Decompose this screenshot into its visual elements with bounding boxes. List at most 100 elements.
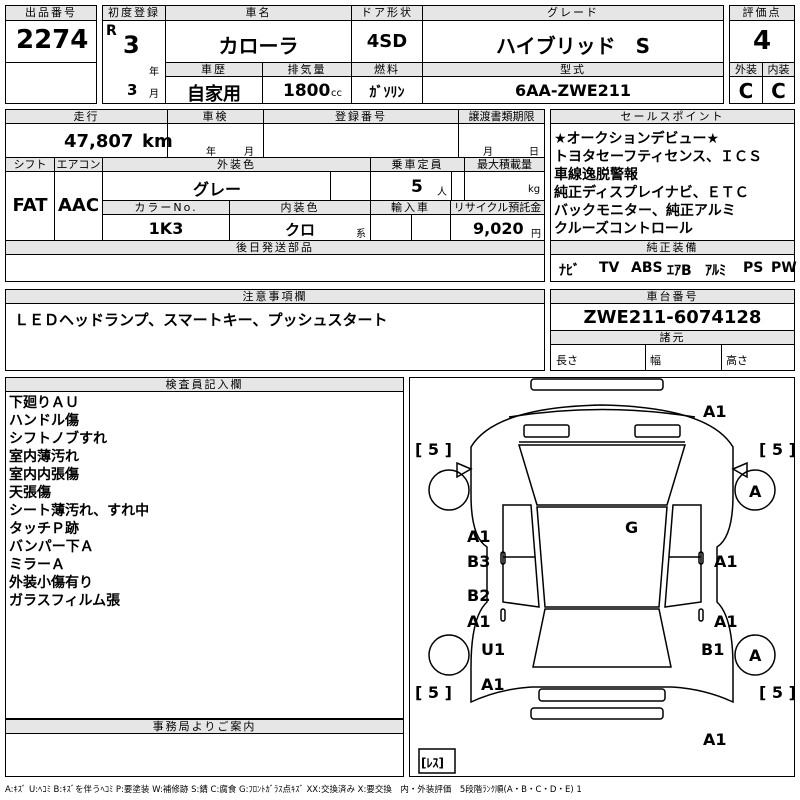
color-label: 外装色 [102,157,371,172]
shift-label: シフト [5,157,55,172]
import-cell [370,214,451,241]
displacement-cell: 1800 cc [262,76,352,104]
equipment-label: 純正装備 [550,240,795,255]
lot-no-cell: 2274 [5,20,97,63]
mark-fl-door-a: A1 [467,527,491,546]
lot-no: 2274 [16,25,89,55]
model: 6AA-ZWE211 [514,81,632,100]
reg-year-unit: 年 [149,67,159,78]
load-cell: kg [464,171,545,201]
ext-color: グレー [192,180,241,199]
displacement: 1800 [283,81,331,101]
mark-fr-door: A1 [714,552,738,571]
model-cell: 6AA-ZWE211 [422,76,724,104]
mark-rl-door-a: B2 [467,586,490,605]
chassis-cell: ZWE211-6074128 [550,303,795,331]
interior-cell: C [762,76,795,104]
era: R [106,23,117,39]
door-label: ドア形状 [351,5,423,21]
ac-label: エアコン [54,157,103,172]
dims-cell: 長さ 幅 高さ [550,344,795,371]
grade-cell: ハイブリッド S [422,20,724,63]
note-line: バンパー下Ａ [9,539,94,555]
sales-line: トヨタセーフティセンス、ＩＣＳ [554,149,763,165]
reg-no-label: 登録番号 [263,109,459,124]
mark-rear-panel: A1 [481,675,505,694]
sales-line: 純正ディスプレイナビ、ＥＴＣ [554,185,749,201]
note-line: 下廻りＡＵ [9,395,79,411]
equip-tv: TV [599,260,620,276]
transfer-month-unit: 月 [483,147,493,158]
fuel-label: 燃料 [351,62,423,77]
displacement-label: 排気量 [262,62,352,77]
note-line: 天張傷 [9,485,51,501]
note-line: 室内薄汚れ [9,449,79,465]
inspector-notes: 下廻りＡＵ ハンドル傷 シフトノブすれ 室内薄汚れ 室内内張傷 天張傷 シート薄… [5,391,404,719]
length-label: 長さ [556,354,578,367]
sales-points: ★オークションデビュー★ トヨタセーフティセンス、ＩＣＳ 車線逸脱警報 純正ディ… [550,123,795,241]
shift: FAT [12,195,48,216]
mileage-unit: km [142,131,173,152]
mark-rr-wheel: A [749,646,762,665]
later-parts-label: 後日発送部品 [5,240,545,255]
mileage: 47,807 [64,131,134,152]
int-color-label: 内装色 [229,200,371,215]
color-no-label: カラーNo. [102,200,230,215]
interior-grade: C [771,79,786,103]
caution-cell: ＬＥＤヘッドランプ、スマートキー、プッシュスタート [5,303,545,371]
color-no-cell: 1K3 [102,214,230,241]
mark-tl-tire: [ 5 ] [415,440,452,459]
office-label: 事務局よりご案内 [5,719,404,734]
first-reg-cell: R 3 年 3 月 [102,20,166,104]
recycle-cell: 9,020 円 [450,214,545,241]
history-label: 車歴 [165,62,263,77]
load-label: 最大積載量 [464,157,545,172]
grade-label: グレード [422,5,724,21]
transfer-day-unit: 日 [529,147,539,158]
score-label: 評価点 [729,5,795,21]
exterior-label: 外装 [729,62,763,77]
capacity-label: 乗車定員 [370,157,465,172]
equip-navi: ﾅﾋﾞ [559,263,580,279]
mark-br-tire: [ 5 ] [759,683,795,702]
equip-abs: ABS [631,260,663,276]
mark-rr-door: A1 [714,612,738,631]
history: 自家用 [187,84,241,105]
fuel: ｶﾞｿﾘﾝ [369,85,405,101]
width-label: 幅 [650,354,661,367]
equip-pw: PW [771,260,797,276]
mark-spare: [ﾚｽ] [421,756,444,770]
note-line: タッチＰ跡 [9,521,79,537]
color-cell: グレー [102,171,371,201]
shift-cell: FAT [5,171,55,241]
car-diagram-frame [409,377,795,777]
inspection-month-unit: 月 [244,147,254,158]
inspector-label: 検査員記入欄 [5,377,404,392]
displacement-unit: cc [331,88,342,99]
mileage-label: 走行 [5,109,168,124]
mark-fr-wheel: A [749,482,762,501]
sales-line: ★オークションデビュー★ [554,131,720,147]
note-line: シフトノブすれ [9,431,107,447]
mark-rr-quarter: B1 [701,640,724,659]
model-label: 型式 [422,62,724,77]
capacity-unit: 人 [437,187,447,198]
reg-month-unit: 月 [149,89,159,100]
int-color: クロ [284,221,315,239]
office-cell [5,733,404,777]
sales-points-label: セールスポイント [550,109,795,124]
note-line: 外装小傷有り [9,575,93,591]
exterior-cell: C [729,76,763,104]
car-name: カローラ [218,34,299,58]
capacity-cell: 5 人 [370,171,465,201]
score: 4 [752,26,772,56]
import-label: 輸入車 [370,200,451,215]
equipment-cell: ﾅﾋﾞ TV ABS ｴｱB ｱﾙﾐ PS PW [550,254,797,282]
lot-no-blank [5,62,97,104]
note-line: ミラーＡ [9,557,65,573]
interior-label: 内装 [762,62,795,77]
inspection-year-unit: 年 [206,147,216,158]
history-cell: 自家用 [165,76,263,105]
reg-month: 3 [127,81,138,99]
note-line: 室内内張傷 [9,467,79,483]
